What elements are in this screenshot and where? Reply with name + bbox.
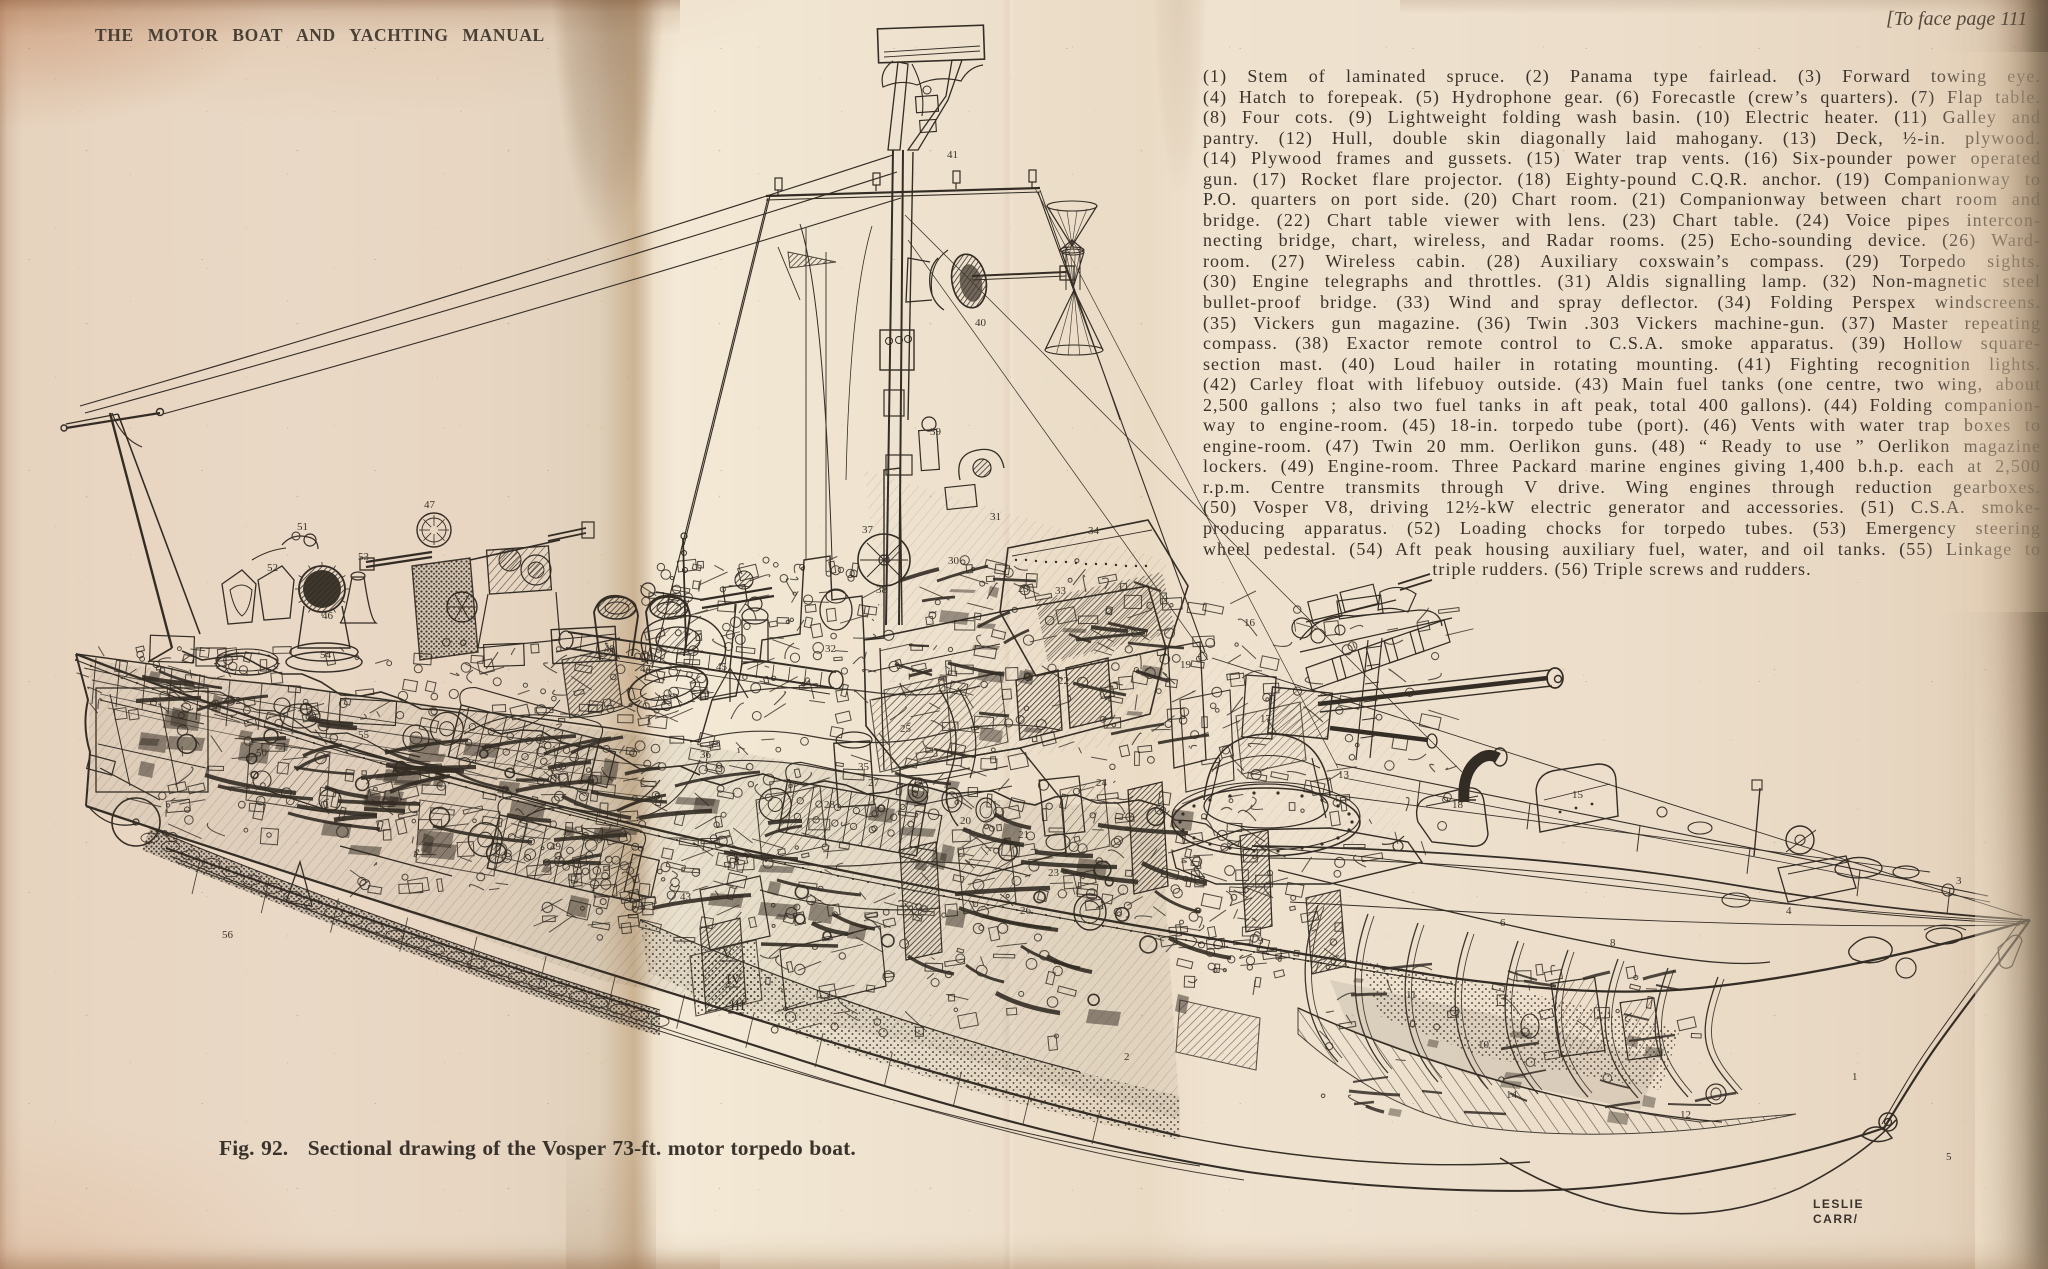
svg-text:52: 52 — [267, 562, 278, 574]
svg-text:15: 15 — [1572, 789, 1584, 801]
svg-text:28: 28 — [824, 799, 836, 811]
svg-text:53: 53 — [358, 551, 370, 563]
svg-text:25: 25 — [900, 723, 912, 735]
svg-text:32: 32 — [825, 643, 836, 655]
svg-text:36: 36 — [700, 749, 712, 761]
svg-text:43: 43 — [680, 891, 692, 903]
svg-text:49: 49 — [550, 841, 562, 853]
svg-text:5: 5 — [1946, 1151, 1952, 1163]
svg-text:54: 54 — [320, 649, 332, 661]
svg-text:3: 3 — [1956, 875, 1962, 887]
svg-text:24: 24 — [1096, 777, 1108, 789]
svg-text:48: 48 — [604, 643, 616, 655]
svg-text:9: 9 — [1258, 935, 1264, 947]
svg-text:23: 23 — [1048, 867, 1060, 879]
svg-text:37: 37 — [862, 524, 874, 536]
svg-text:21: 21 — [1018, 829, 1029, 841]
svg-text:46: 46 — [322, 610, 334, 622]
svg-text:30: 30 — [948, 555, 960, 567]
svg-text:29: 29 — [1018, 583, 1030, 595]
svg-text:34: 34 — [1088, 525, 1100, 537]
svg-text:12: 12 — [1680, 1109, 1691, 1121]
svg-text:41: 41 — [947, 149, 958, 161]
svg-text:18: 18 — [1452, 799, 1464, 811]
svg-text:35: 35 — [858, 761, 870, 773]
svg-text:13: 13 — [1338, 769, 1350, 781]
svg-text:51: 51 — [297, 521, 308, 533]
svg-text:27: 27 — [868, 777, 880, 789]
svg-text:14: 14 — [1506, 1089, 1518, 1101]
svg-text:20: 20 — [960, 815, 972, 827]
svg-text:7: 7 — [1560, 1053, 1566, 1065]
svg-text:45: 45 — [716, 661, 728, 673]
svg-text:19: 19 — [1180, 659, 1192, 671]
svg-text:2: 2 — [1124, 1051, 1130, 1063]
svg-text:33: 33 — [1055, 585, 1067, 597]
svg-text:40: 40 — [975, 317, 987, 329]
svg-text:31: 31 — [990, 511, 1001, 523]
svg-text:10: 10 — [1478, 1039, 1490, 1051]
svg-text:11: 11 — [1406, 989, 1417, 1001]
svg-text:39: 39 — [930, 426, 942, 438]
svg-text:16: 16 — [1244, 617, 1256, 629]
svg-text:56: 56 — [222, 929, 234, 941]
svg-text:47: 47 — [424, 499, 436, 511]
svg-text:55: 55 — [358, 729, 370, 741]
svg-text:8: 8 — [1610, 937, 1616, 949]
svg-text:1: 1 — [1852, 1071, 1858, 1083]
svg-text:44: 44 — [640, 663, 652, 675]
svg-text:17: 17 — [1260, 713, 1272, 725]
svg-text:50: 50 — [256, 747, 268, 759]
svg-text:6: 6 — [1500, 917, 1506, 929]
svg-text:4: 4 — [1786, 905, 1792, 917]
svg-text:42: 42 — [230, 695, 241, 707]
svg-text:22: 22 — [1058, 675, 1069, 687]
svg-text:26: 26 — [1020, 905, 1032, 917]
svg-text:38: 38 — [876, 584, 888, 596]
